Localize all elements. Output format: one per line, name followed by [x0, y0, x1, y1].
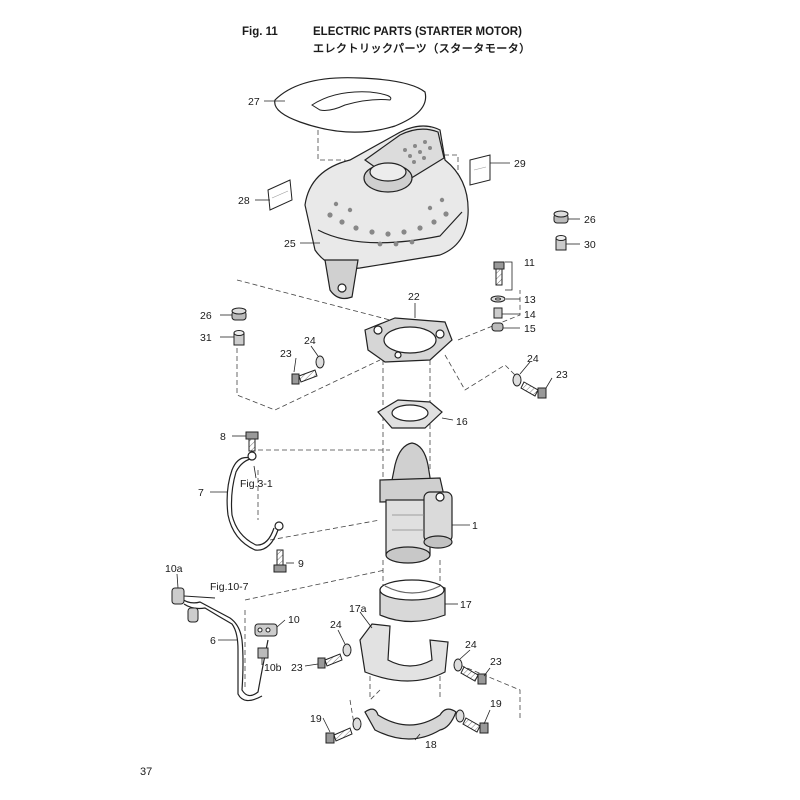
callout-18: 18: [425, 739, 437, 751]
callout-16: 16: [456, 416, 468, 428]
callout-23-upper-right: 23: [556, 369, 568, 381]
band-part-17a: [359, 623, 449, 682]
assembly-dashed-lines: [236, 130, 521, 731]
collar-part-31: [233, 330, 245, 346]
starter-motor-part-1: [379, 442, 453, 564]
callout-10: 10: [288, 614, 300, 626]
callout-1: 1: [472, 520, 478, 532]
callout-10b: 10b: [264, 662, 282, 674]
grommet-part-26-left: [231, 307, 247, 321]
collar-part-14: [493, 307, 503, 319]
label-part-28: [267, 179, 293, 211]
callout-23-upper-left: 23: [280, 348, 292, 360]
callout-23-lower-left: 23: [291, 662, 303, 674]
washer-part-24-upper-left: [315, 355, 325, 369]
cable-part-7: [226, 451, 284, 551]
washer-part-13: [490, 295, 506, 303]
callout-24-upper-left: 24: [304, 335, 316, 347]
callout-labels: 27 28 25 29 26 30 26 31 11 13 14 15 22 2…: [165, 96, 596, 751]
page-number: 37: [140, 766, 153, 778]
band-part-18: [364, 708, 457, 740]
callout-31: 31: [200, 332, 212, 344]
callout-11: 11: [524, 257, 535, 269]
callout-22: 22: [408, 291, 420, 303]
reference-fig3-1: Fig.3-1: [240, 478, 273, 490]
callout-19-right: 19: [490, 698, 502, 710]
grommet-part-26-right: [553, 210, 569, 224]
callout-9: 9: [298, 558, 304, 570]
callout-26-right: 26: [584, 214, 596, 226]
callout-26-left: 26: [200, 310, 212, 322]
callout-24-lower-right: 24: [465, 639, 477, 651]
washer-part-24-lower-left: [342, 643, 352, 657]
bolt-part-23-upper-right: [520, 381, 547, 399]
relay-part-10: [254, 623, 278, 637]
callout-23-lower-right: 23: [490, 656, 502, 668]
callout-13: 13: [524, 294, 536, 306]
gasket-part-16: [377, 399, 443, 429]
bracket-part-22: [364, 317, 453, 363]
bolt-part-19-left: [325, 717, 362, 744]
callout-24-lower-left: 24: [330, 619, 342, 631]
callout-6: 6: [210, 635, 216, 647]
cable-part-6: [179, 597, 269, 702]
rubber-ring-part-17: [379, 579, 446, 623]
bolt-part-23-upper-left: [291, 369, 318, 385]
starter-cover-part-25: [304, 125, 469, 300]
fuse-holder-part-10a: [171, 587, 216, 623]
callout-17: 17: [460, 599, 472, 611]
callout-30: 30: [584, 239, 596, 251]
figure-title: ELECTRIC PARTS (STARTER MOTOR): [313, 26, 522, 38]
label-part-29: [469, 154, 491, 186]
gasket-part-27: [274, 77, 427, 133]
collar-part-30: [555, 235, 567, 251]
bolt-part-11: [493, 261, 505, 286]
callout-15: 15: [524, 323, 536, 335]
bolt-part-9: [273, 549, 287, 573]
callout-27: 27: [248, 96, 260, 108]
connector-part-10b: [257, 647, 269, 659]
bolt-part-19-right: [455, 709, 489, 734]
callout-10a: 10a: [165, 563, 183, 575]
callout-28: 28: [238, 195, 250, 207]
callout-25: 25: [284, 238, 296, 250]
callout-29: 29: [514, 158, 526, 170]
callout-19-left: 19: [310, 713, 322, 725]
bolt-part-8: [245, 431, 259, 452]
bolt-part-23-lower-right: [460, 666, 487, 685]
washer-part-24-upper-right: [512, 373, 522, 387]
callout-24-upper-right: 24: [527, 353, 539, 365]
figure-title-japanese: エレクトリックパーツ（スタータモータ）: [313, 42, 531, 55]
reference-fig10-7: Fig.10-7: [210, 581, 249, 593]
callout-14: 14: [524, 309, 536, 321]
callout-7: 7: [198, 487, 204, 499]
washer-part-24-lower-right: [453, 658, 463, 672]
callout-leader-lines: [176, 100, 580, 741]
grommet-part-15: [491, 322, 504, 332]
callout-17a: 17a: [349, 603, 367, 615]
figure-number: Fig. 11: [242, 26, 278, 38]
callout-8: 8: [220, 431, 226, 443]
bolt-part-23-lower-left: [317, 653, 343, 669]
